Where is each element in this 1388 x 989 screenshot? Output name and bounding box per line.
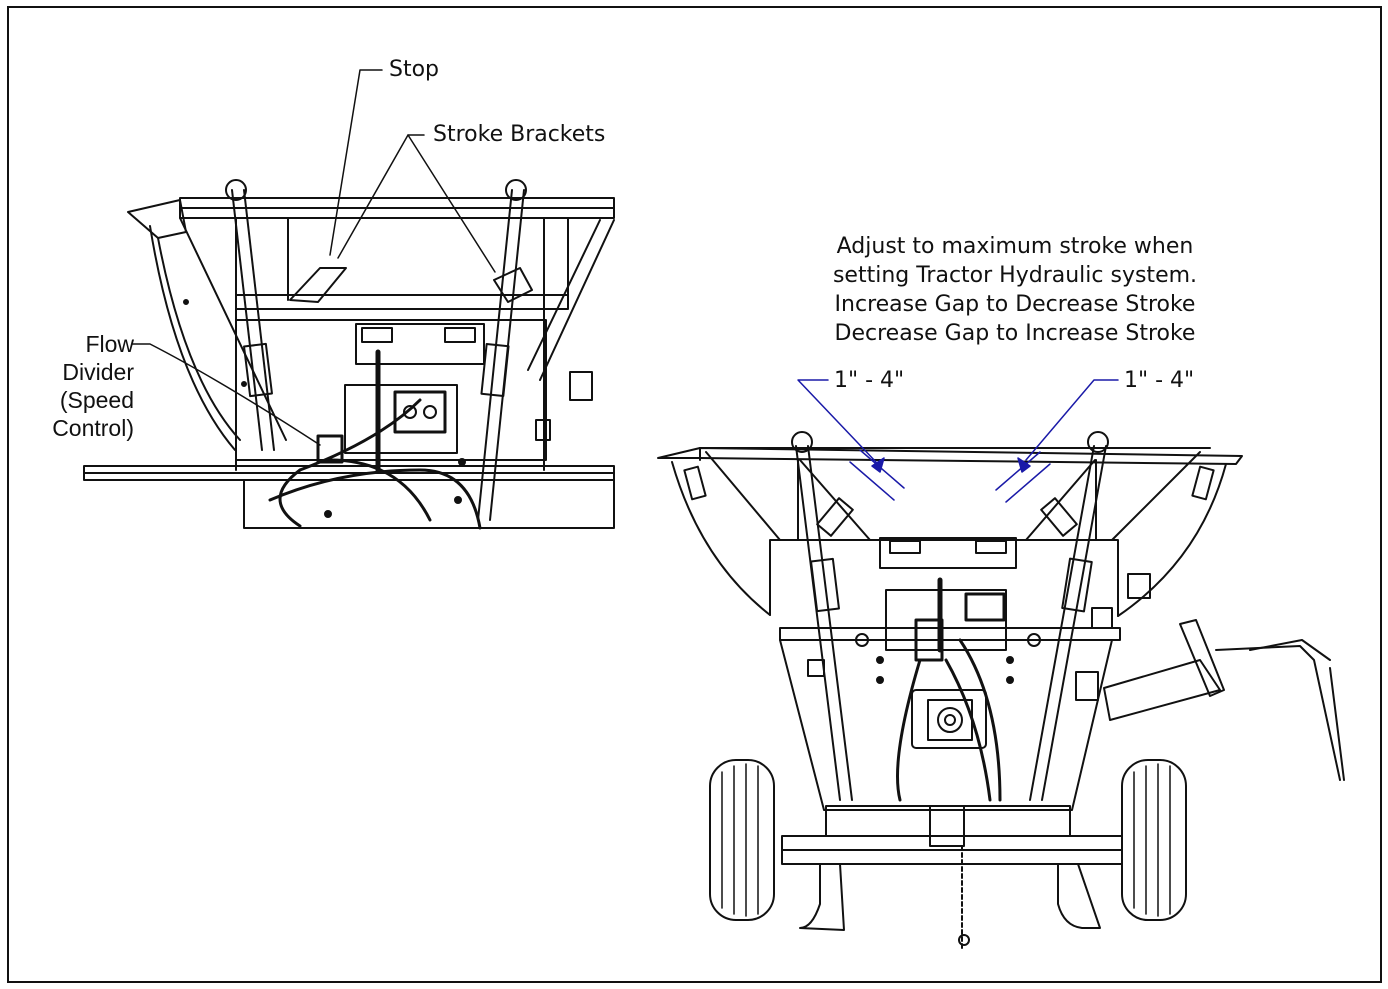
flow-divider-line-1: Flow [85,331,134,357]
flow-divider-line-2: Divider [62,359,134,385]
gap-dimension-left: 1" - 4" [834,368,905,393]
gap-dimension-callouts [797,379,1119,503]
flow-divider-line-3: (Speed [59,387,134,413]
spreader-rear-view [657,431,1345,951]
stop-label: Stop [389,57,440,82]
drawing-frame [7,6,1382,983]
note-line-2: setting Tractor Hydraulic system. [832,263,1198,288]
hopper-detail-view [83,179,615,530]
note-line-1: Adjust to maximum stroke when [836,234,1194,259]
leader-lines-left [131,69,496,446]
gap-dimension-right: 1" - 4" [1124,368,1195,393]
flow-divider-label: Flow Divider (Speed Control) [28,330,134,442]
note-line-3: Increase Gap to Decrease Stroke [834,292,1196,317]
stroke-brackets-label: Stroke Brackets [433,122,606,147]
flow-divider-line-4: Control) [52,415,134,441]
note-line-4: Decrease Gap to Increase Stroke [834,321,1196,346]
stroke-adjustment-note: Adjust to maximum stroke when setting Tr… [820,232,1210,348]
